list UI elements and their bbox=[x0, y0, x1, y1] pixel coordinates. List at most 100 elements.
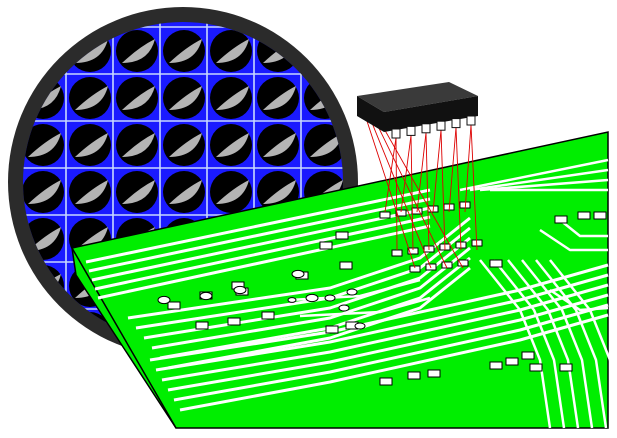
wafer-die-highlight bbox=[122, 180, 155, 204]
wire bbox=[369, 117, 432, 269]
wafer-die bbox=[69, 359, 111, 401]
wire bbox=[377, 117, 464, 269]
wafer-die-highlight bbox=[216, 133, 249, 157]
board-pad bbox=[505, 357, 519, 366]
board-trace bbox=[479, 178, 609, 192]
wafer-die-highlight bbox=[28, 368, 61, 392]
chip-pin bbox=[436, 120, 446, 131]
wire bbox=[432, 130, 442, 213]
board-pad bbox=[559, 363, 573, 372]
board-trace bbox=[539, 228, 608, 252]
wire bbox=[440, 130, 446, 251]
chip-pin bbox=[391, 128, 401, 139]
wire bbox=[416, 132, 427, 213]
wafer-die-highlight bbox=[122, 39, 155, 63]
wire bbox=[470, 124, 478, 251]
board-pad bbox=[261, 311, 275, 320]
board-trace bbox=[97, 224, 431, 300]
board-pad bbox=[324, 294, 336, 302]
wafer-die-highlight bbox=[75, 86, 108, 110]
board-trace bbox=[459, 158, 609, 192]
board-pad bbox=[407, 371, 421, 380]
board-pad bbox=[409, 265, 421, 273]
wafer-die-highlight bbox=[357, 39, 390, 63]
board-trace bbox=[91, 206, 431, 282]
board-pad bbox=[457, 259, 469, 267]
board-pad bbox=[554, 215, 568, 224]
board-trace bbox=[161, 283, 609, 382]
board-trace bbox=[179, 313, 609, 412]
board-pad bbox=[339, 261, 353, 270]
chip-pin bbox=[421, 123, 431, 134]
board-pad bbox=[338, 304, 350, 312]
board-pad bbox=[195, 321, 209, 330]
board-pad bbox=[325, 325, 339, 334]
board-pad bbox=[521, 351, 535, 360]
board-pad bbox=[354, 322, 366, 330]
wafer-die-highlight bbox=[28, 227, 61, 251]
wafer-die bbox=[23, 312, 64, 342]
chip-pin bbox=[406, 125, 416, 136]
board-surface bbox=[70, 131, 609, 429]
board-pad bbox=[227, 317, 241, 326]
chip-pins bbox=[391, 115, 476, 139]
board-pad bbox=[335, 231, 349, 240]
wafer-die-highlight bbox=[310, 39, 343, 63]
board-trace bbox=[549, 288, 609, 312]
wafer-die-highlight bbox=[263, 133, 296, 157]
board-pad bbox=[346, 288, 358, 296]
board-pad bbox=[287, 297, 297, 303]
circuit-board bbox=[70, 131, 617, 429]
chip-front-face bbox=[384, 96, 478, 132]
board-pad bbox=[593, 211, 607, 220]
wafer-die-highlight bbox=[75, 368, 108, 392]
wafer-die-highlight bbox=[263, 180, 296, 204]
board-pad bbox=[167, 301, 181, 310]
wafer-die-highlight bbox=[28, 133, 61, 157]
board-trace bbox=[167, 293, 609, 392]
board-trace bbox=[507, 259, 580, 429]
board-trace bbox=[85, 188, 431, 264]
board-pad bbox=[427, 369, 441, 378]
wafer-die bbox=[22, 359, 64, 401]
wafer-die-highlight bbox=[357, 133, 390, 157]
wafer-die-highlight bbox=[28, 321, 61, 342]
wire bbox=[384, 137, 397, 213]
ic-chip bbox=[357, 82, 478, 139]
board-pad bbox=[379, 377, 393, 386]
wire bbox=[365, 117, 416, 269]
chip-top-face bbox=[357, 82, 478, 112]
board-trace bbox=[88, 197, 431, 273]
board-pad bbox=[291, 269, 305, 279]
wafer-die-highlight bbox=[122, 86, 155, 110]
chip-pin bbox=[451, 118, 461, 129]
board-trace bbox=[535, 259, 608, 429]
wire bbox=[464, 124, 472, 213]
board-trace bbox=[479, 259, 552, 429]
wafer-die-highlight bbox=[28, 39, 61, 63]
wafer-die-highlight bbox=[216, 39, 249, 63]
board-trace bbox=[469, 168, 609, 192]
board-trace bbox=[493, 259, 566, 429]
wire bbox=[448, 127, 457, 213]
board-pad bbox=[319, 241, 333, 250]
board-trace bbox=[94, 215, 431, 291]
wire bbox=[395, 137, 398, 251]
chip-to-board-wires bbox=[365, 117, 478, 269]
board-trace bbox=[559, 219, 608, 238]
wire bbox=[410, 135, 414, 251]
board-pad bbox=[305, 293, 319, 303]
board-pad bbox=[577, 211, 591, 220]
board-trace bbox=[155, 273, 609, 372]
wafer-die-highlight bbox=[216, 86, 249, 110]
wafer-die-highlight bbox=[75, 133, 108, 157]
board-pad bbox=[199, 291, 213, 301]
wafer-die-highlight bbox=[75, 180, 108, 204]
board-trace bbox=[521, 259, 594, 429]
board-pad bbox=[379, 211, 391, 219]
chip-pin bbox=[466, 115, 476, 126]
board-pad bbox=[233, 285, 247, 295]
board-trace bbox=[299, 296, 431, 318]
